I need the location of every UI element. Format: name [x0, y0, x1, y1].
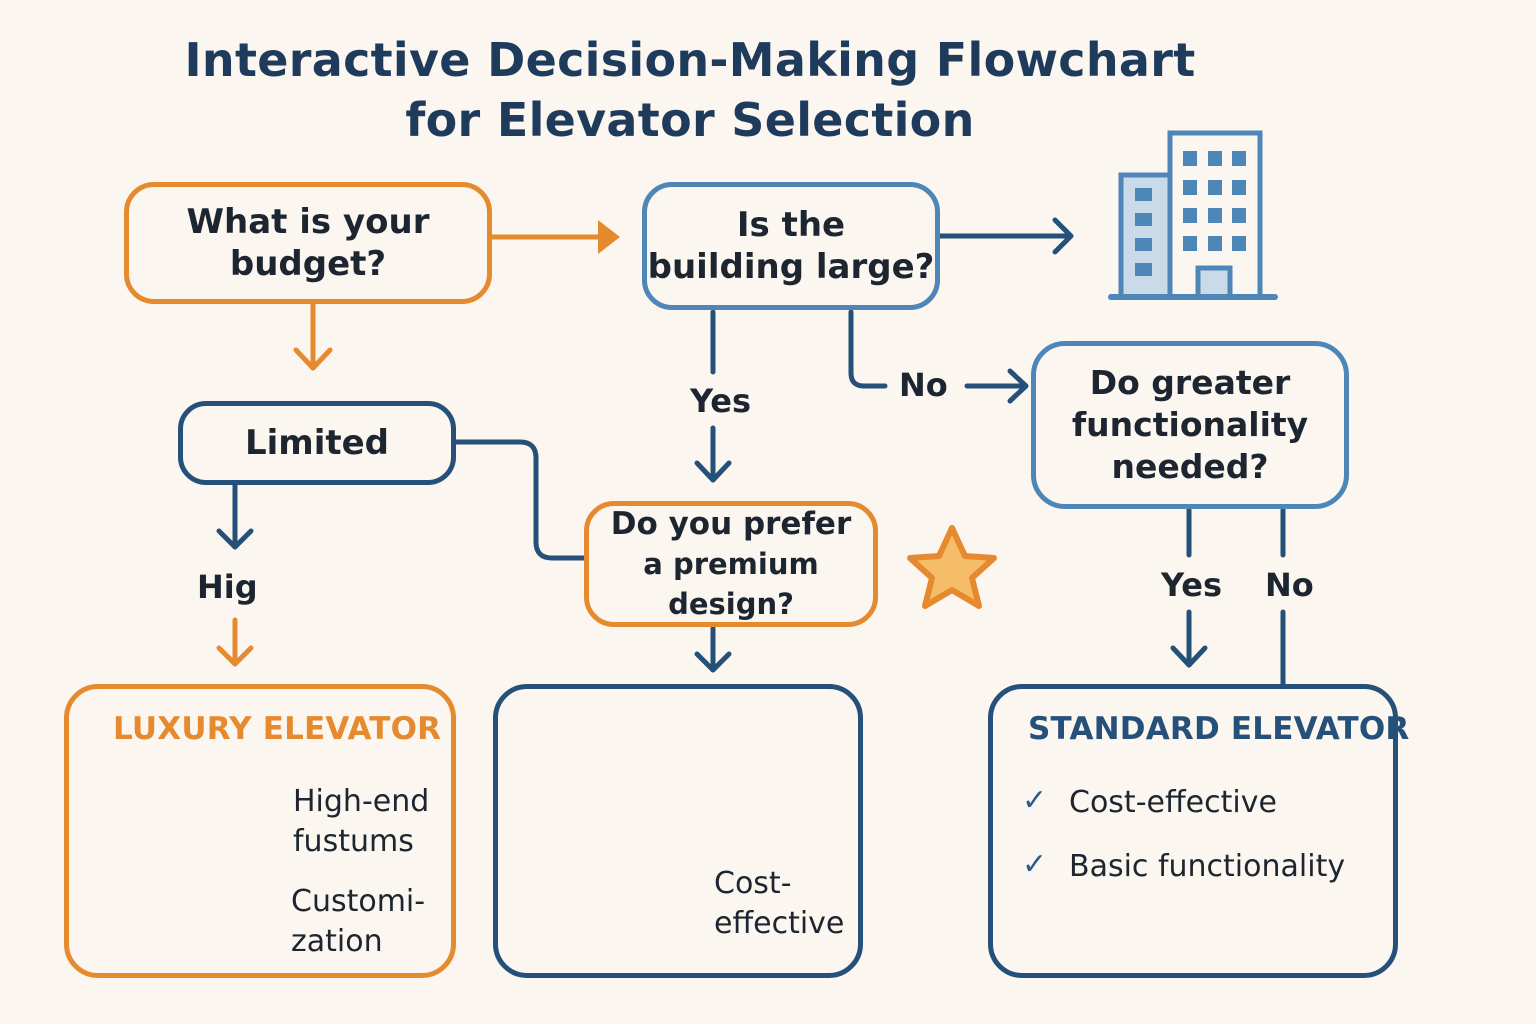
arrowhead-budget-to-building [598, 220, 620, 254]
node-limited-label: Limited [244, 423, 390, 463]
node-budget-line-2: budget? [229, 244, 387, 284]
node-premium-line-2: a premium design? [643, 547, 819, 621]
node-budget-question[interactable]: What is your budget? [124, 182, 492, 304]
node-building-line-1: Is the [736, 205, 846, 245]
node-building-line-2: building large? [647, 247, 935, 287]
arrow-building-yes [694, 309, 732, 483]
middle-feature-line-2: effective [714, 906, 845, 941]
luxury-feature-2: Customi- zation [291, 882, 425, 962]
node-functionality-line-2: functionality [1071, 405, 1309, 444]
arrow-building-to-icon [937, 217, 1074, 255]
arrow-limited-down [216, 482, 254, 550]
standard-feature-1: Cost-effective [1069, 785, 1277, 820]
node-building-large-question[interactable]: Is the building large? [642, 182, 940, 310]
standard-feature-2: Basic functionality [1069, 849, 1346, 884]
edge-label-building-yes: Yes [690, 382, 751, 420]
middle-feature-line-1: Cost- [714, 866, 792, 901]
node-premium-design-question[interactable]: Do you prefer a premium design? [584, 501, 878, 627]
edge-label-building-no: No [899, 366, 948, 404]
arrow-high-to-luxury [216, 617, 254, 667]
page-title: Interactive Decision-Making Flowchart fo… [150, 30, 1230, 150]
edge-label-functionality-yes: Yes [1161, 566, 1222, 604]
result-luxury-elevator[interactable] [64, 684, 456, 978]
title-line-1: Interactive Decision-Making Flowchart [184, 33, 1196, 87]
node-budget-line-1: What is your [186, 202, 430, 242]
connector-limited-to-premium [452, 439, 591, 561]
edge-label-limited-high: Hig [197, 568, 258, 606]
middle-feature: Cost- effective [714, 864, 844, 944]
standard-elevator-title: STANDARD ELEVATOR [1028, 711, 1410, 747]
result-standard-elevator[interactable] [988, 684, 1398, 978]
arrow-budget-down [293, 302, 333, 371]
check-icon: ✓ [1022, 847, 1048, 882]
building-icon [1108, 130, 1278, 300]
title-line-2: for Elevator Selection [405, 93, 975, 147]
luxury-feature-2-line-2: zation [291, 924, 383, 959]
luxury-feature-1: High-end fustums [293, 782, 429, 862]
arrow-functionality-yes [1170, 507, 1208, 668]
edge-label-functionality-no: No [1265, 566, 1314, 604]
star-icon [907, 525, 997, 609]
arrow-premium-down [694, 625, 732, 673]
node-functionality-line-1: Do greater [1089, 363, 1291, 402]
node-premium-line-1: Do you prefer [610, 506, 852, 542]
luxury-feature-1-line-1: High-end [293, 784, 430, 819]
result-cost-effective-elevator[interactable] [493, 684, 863, 978]
luxury-elevator-title: LUXURY ELEVATOR [113, 711, 442, 747]
check-icon: ✓ [1022, 783, 1048, 818]
luxury-feature-2-line-1: Customi- [291, 884, 426, 919]
luxury-feature-1-line-2: fustums [293, 824, 414, 859]
node-functionality-line-3: needed? [1111, 447, 1269, 486]
node-functionality-question[interactable]: Do greater functionality needed? [1031, 341, 1349, 509]
node-limited[interactable]: Limited [178, 401, 456, 485]
arrow-building-no [848, 309, 1029, 404]
